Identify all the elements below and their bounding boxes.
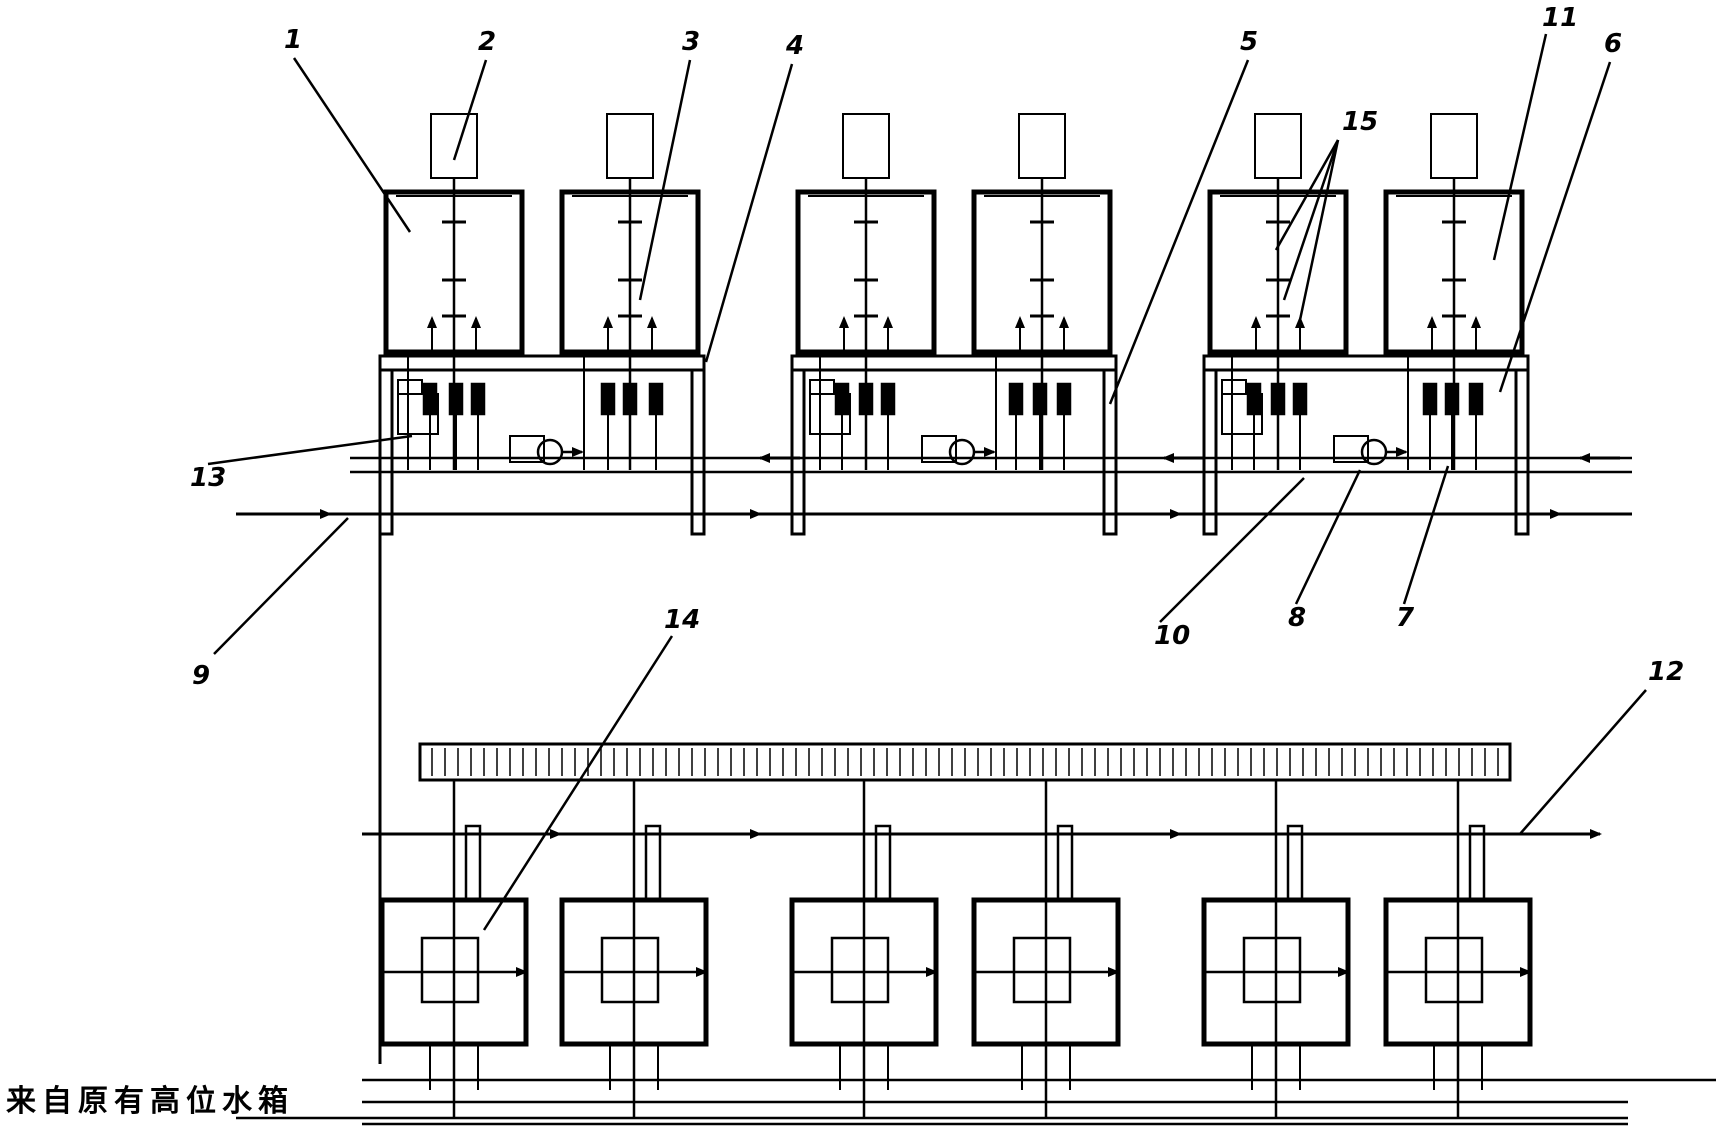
callout-9: 9 <box>192 661 210 691</box>
metering-meter <box>397 379 423 395</box>
control-valve <box>1444 382 1460 416</box>
skid-leg <box>1102 368 1118 536</box>
callout-leader <box>1108 59 1250 405</box>
callout-leader <box>1282 139 1340 301</box>
control-valve <box>834 382 850 416</box>
callout-12: 12 <box>1648 657 1684 687</box>
unit-riser-box <box>874 824 892 902</box>
control-valve <box>1468 382 1484 416</box>
skid-top-beam <box>378 354 706 372</box>
control-valve <box>600 382 616 416</box>
callout-15: 15 <box>1342 107 1378 137</box>
ejector-assembly <box>420 936 480 1004</box>
control-valve <box>448 382 464 416</box>
agitator-motor <box>430 113 478 179</box>
skid-leg <box>1514 368 1530 536</box>
callout-leader <box>452 59 488 161</box>
callout-leader <box>1519 689 1647 835</box>
dosing-box <box>397 393 439 435</box>
unit-riser-box <box>1286 824 1304 902</box>
agitator-motor <box>842 113 890 179</box>
unit-riser-box <box>1468 824 1486 902</box>
skid-leg <box>790 368 806 536</box>
control-valve <box>1246 382 1262 416</box>
callout-leader <box>1298 139 1340 321</box>
control-valve <box>1032 382 1048 416</box>
callout-11: 11 <box>1542 3 1578 33</box>
callout-leader <box>704 63 794 363</box>
control-valve <box>858 382 874 416</box>
ejector-assembly <box>1012 936 1072 1004</box>
callout-3: 3 <box>682 27 700 57</box>
ejector-assembly <box>1242 936 1302 1004</box>
callout-leader <box>1492 33 1548 261</box>
agitator-motor <box>1430 113 1478 179</box>
callout-leader <box>292 57 412 233</box>
callout-leader <box>1402 465 1450 605</box>
callout-8: 8 <box>1288 603 1306 633</box>
pump-housing <box>1333 435 1369 463</box>
agitator-motor <box>1018 113 1066 179</box>
callout-4: 4 <box>785 31 804 61</box>
dosing-pump <box>948 438 976 466</box>
callout-1: 1 <box>284 25 302 55</box>
skid-top-beam <box>790 354 1118 372</box>
valve-skids <box>378 354 1530 536</box>
agitator-motor <box>1254 113 1302 179</box>
control-valve <box>1056 382 1072 416</box>
leader-lines <box>207 33 1647 931</box>
control-valve <box>880 382 896 416</box>
control-valve <box>1422 382 1438 416</box>
pump-housing <box>509 435 545 463</box>
callout-leader <box>207 434 413 466</box>
distribution-manifold-box <box>418 742 1512 782</box>
ejector-assembly <box>1424 936 1484 1004</box>
skid-leg <box>378 368 394 536</box>
lower-units <box>236 780 1716 1126</box>
callout-10: 10 <box>1154 621 1190 651</box>
callout-6: 6 <box>1604 29 1622 59</box>
control-valve <box>1270 382 1286 416</box>
metering-meter <box>809 379 835 395</box>
skid-leg <box>1202 368 1218 536</box>
dosing-pump <box>536 438 564 466</box>
control-valve <box>1292 382 1308 416</box>
pipelines <box>236 453 1632 1064</box>
control-valve <box>622 382 638 416</box>
dosing-tanks <box>383 113 1525 470</box>
callout-2: 2 <box>478 27 496 57</box>
callout-leader <box>482 635 674 931</box>
metering-meter <box>1221 379 1247 395</box>
ejector-assembly <box>600 936 660 1004</box>
pump-housing <box>921 435 957 463</box>
callout-5: 5 <box>1240 27 1258 57</box>
callout-leader <box>1294 469 1362 605</box>
callout-leader <box>213 517 349 655</box>
control-valve <box>470 382 486 416</box>
skid-top-beam <box>1202 354 1530 372</box>
callout-14: 14 <box>664 605 700 635</box>
callout-labels: 1 2 3 4 5 6 11 15 13 9 10 8 7 14 12 <box>190 3 1684 691</box>
unit-riser-box <box>644 824 662 902</box>
callout-leader <box>638 59 692 301</box>
unit-riser-box <box>464 824 482 902</box>
callout-leader <box>1159 477 1305 623</box>
distribution-manifold <box>362 742 1602 839</box>
unit-riser-box <box>1056 824 1074 902</box>
water-source-label: 来自原有高位水箱 <box>6 1084 294 1119</box>
callout-13: 13 <box>190 463 226 493</box>
dosing-box <box>809 393 851 435</box>
control-valve <box>648 382 664 416</box>
callout-7: 7 <box>1396 603 1415 633</box>
control-valve <box>1008 382 1024 416</box>
ejector-assembly <box>830 936 890 1004</box>
callout-leader <box>1498 61 1612 393</box>
dosing-pump <box>1360 438 1388 466</box>
agitator-motor <box>606 113 654 179</box>
control-valve <box>422 382 438 416</box>
callout-leader <box>1274 139 1340 251</box>
dosing-box <box>1221 393 1263 435</box>
skid-leg <box>690 368 706 536</box>
